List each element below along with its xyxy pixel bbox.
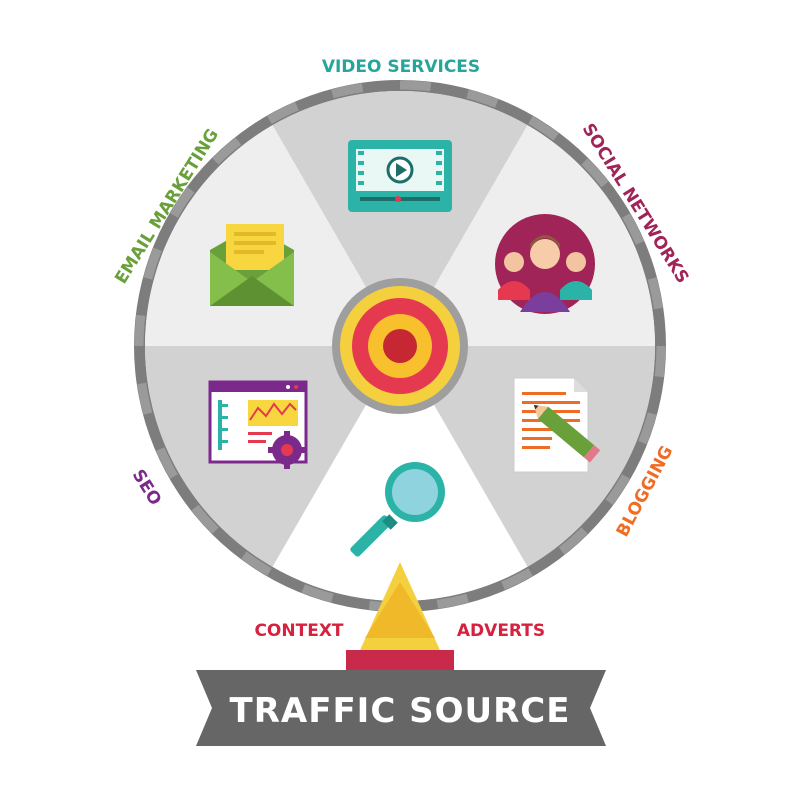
rim-tick bbox=[501, 568, 533, 590]
rim-tick bbox=[436, 593, 469, 609]
rim-ticks bbox=[134, 80, 666, 612]
rim-tick bbox=[654, 345, 666, 378]
rim-tick bbox=[622, 213, 644, 245]
rim-tick bbox=[558, 527, 588, 555]
rim-tick bbox=[170, 187, 195, 218]
rim-tick bbox=[191, 504, 219, 534]
envelope-letter-icon bbox=[210, 224, 294, 306]
rim-tick bbox=[301, 584, 334, 603]
rim-tick bbox=[267, 102, 299, 124]
people-group-icon bbox=[495, 214, 595, 314]
label-seo: SEO bbox=[128, 466, 165, 509]
rim-tick bbox=[137, 382, 153, 415]
rim-tick bbox=[647, 277, 663, 310]
rim-tick bbox=[143, 247, 162, 280]
rim-tick bbox=[466, 89, 499, 108]
rim-tick bbox=[241, 551, 272, 576]
pyramid-pointer-icon bbox=[346, 562, 454, 670]
label-adverts: ADVERTS bbox=[457, 621, 545, 641]
title-banner: TRAFFIC SOURCE bbox=[196, 670, 606, 746]
rim-tick bbox=[581, 158, 609, 188]
diagram-title: TRAFFIC SOURCE bbox=[230, 691, 571, 731]
rim-tick bbox=[638, 412, 657, 445]
document-pencil-icon bbox=[513, 377, 601, 473]
rim-tick bbox=[399, 80, 432, 92]
rim-tick bbox=[134, 314, 146, 347]
label-context: CONTEXT bbox=[254, 621, 343, 641]
rim-tick bbox=[605, 474, 630, 505]
analytics-window-gear-icon bbox=[208, 380, 308, 469]
rim-tick bbox=[528, 116, 559, 141]
video-player-icon bbox=[348, 140, 452, 212]
target-icon bbox=[332, 278, 468, 414]
label-video-services: VIDEO SERVICES bbox=[322, 57, 480, 77]
rim-tick bbox=[331, 83, 364, 99]
rim-tick bbox=[212, 137, 242, 165]
sector-video bbox=[272, 91, 528, 346]
rim-tick bbox=[156, 447, 178, 479]
magnifier-icon bbox=[350, 462, 445, 557]
